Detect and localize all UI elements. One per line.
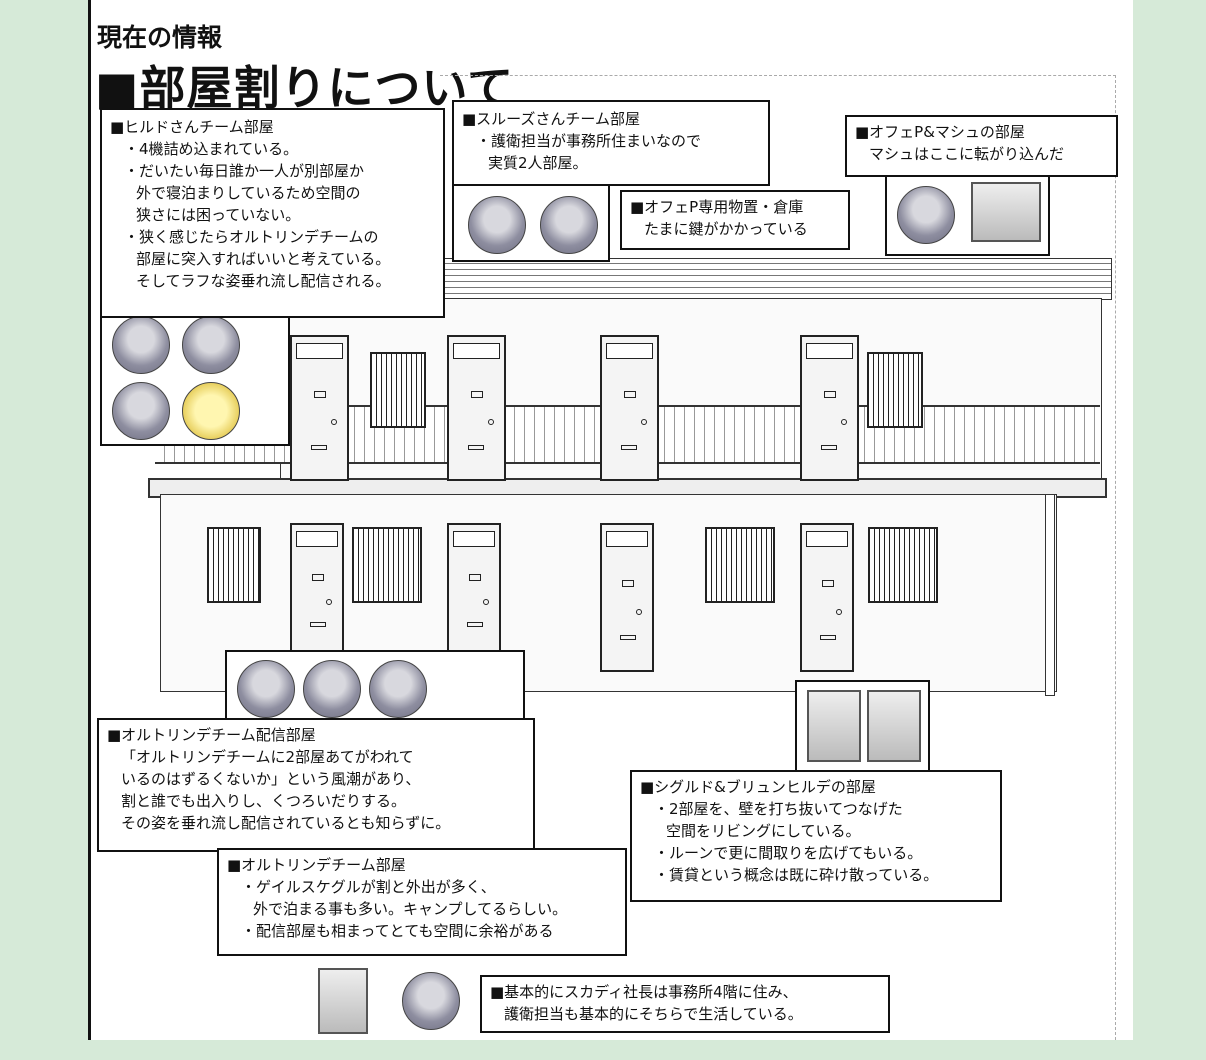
callout-hild-room: ■ヒルドさんチーム部屋 ・4機詰め込まれている。 ・だいたい毎日誰か一人が別部屋… <box>100 108 445 318</box>
callout-line: 実質2人部屋。 <box>488 154 588 172</box>
avatar <box>303 660 361 718</box>
avatar <box>971 182 1041 242</box>
callout-line: 外で寝泊まりしているため空間の <box>136 184 361 202</box>
window <box>705 527 775 603</box>
callout-line: 外で泊まる事も多い。キャンプしてるらしい。 <box>253 900 568 918</box>
door <box>290 523 344 655</box>
avatar <box>112 382 170 440</box>
callout-line: 部屋に突入すればいいと考えている。 <box>136 250 391 268</box>
avatar <box>540 196 598 254</box>
callout-line: ・ルーンで更に間取りを広げてもいる。 <box>654 844 923 862</box>
callout-line: 「オルトリンデチームに2部屋あてがわれて <box>121 748 414 766</box>
callout-line: ・4機詰め込まれている。 <box>124 140 299 158</box>
window <box>352 527 422 603</box>
callout-line: たまに鍵がかかっている <box>644 220 808 238</box>
door <box>290 335 349 481</box>
pillar <box>1045 494 1055 696</box>
callout-line: マシュはここに転がり込んだ <box>869 145 1065 163</box>
callout-sigurd-brynhild-room: ■シグルド&ブリュンヒルデの部屋 ・2部屋を、壁を打ち抜いてつなげた 空間をリビ… <box>630 770 1002 902</box>
callout-line: ・配信部屋も相まってとても空間に余裕がある <box>241 922 554 940</box>
avatar <box>468 196 526 254</box>
callout-ortlinde-room: ■オルトリンデチーム部屋 ・ゲイルスケグルが割と外出が多く、 外で泊まる事も多い… <box>217 848 627 956</box>
callout-line: ・だいたい毎日誰か一人が別部屋か <box>124 162 365 180</box>
callout-title: ■スルーズさんチーム部屋 <box>462 110 640 128</box>
callout-title: ■シグルド&ブリュンヒルデの部屋 <box>640 778 876 796</box>
callout-storage: ■オフェP専用物置・倉庫 たまに鍵がかかっている <box>620 190 850 250</box>
window <box>370 352 426 428</box>
callout-title: ■オルトリンデチーム配信部屋 <box>107 726 316 744</box>
door <box>600 335 659 481</box>
callout-ortlinde-stream-room: ■オルトリンデチーム配信部屋 「オルトリンデチームに2部屋あてがわれて いるのは… <box>97 718 535 852</box>
avatar <box>897 186 955 244</box>
callout-title: ■オフェP&マシュの部屋 <box>855 123 1025 141</box>
callout-line: 割と誰でも出入りし、くつろいだりする。 <box>121 792 407 810</box>
avatar <box>369 660 427 718</box>
avatar-panel <box>885 170 1050 256</box>
callout-line: そしてラフな姿垂れ流し配信される。 <box>136 272 391 290</box>
door <box>800 335 859 481</box>
avatar <box>237 660 295 718</box>
callout-line: ・護衛担当が事務所住まいなので <box>476 132 702 150</box>
door <box>600 523 654 672</box>
callout-line: 空間をリビングにしている。 <box>666 822 861 840</box>
avatar <box>807 690 861 762</box>
page-title: ■部屋割りについて <box>95 61 515 115</box>
callout-line: いるのはずるくないか」という風潮があり、 <box>121 770 421 788</box>
door <box>800 523 854 672</box>
callout-line: その姿を垂れ流し配信されているとも知らずに。 <box>121 814 451 832</box>
callout-line: ■基本的にスカディ社長は事務所4階に住み、 <box>490 983 798 1001</box>
callout-line: ・狭く感じたらオルトリンデチームの <box>124 228 379 246</box>
avatar <box>112 316 170 374</box>
avatar <box>182 382 240 440</box>
callout-title: ■オルトリンデチーム部屋 <box>227 856 406 874</box>
avatar <box>182 316 240 374</box>
avatar-panel <box>795 680 930 775</box>
callout-title: ■オフェP専用物置・倉庫 <box>630 198 804 216</box>
door <box>447 523 501 655</box>
avatar <box>318 968 368 1034</box>
avatar-panel <box>225 650 525 725</box>
divider <box>440 75 1116 76</box>
callout-skadi-note: ■基本的にスカディ社長は事務所4階に住み、 護衛担当も基本的にそちらで生活してい… <box>480 975 890 1033</box>
callout-line: 護衛担当も基本的にそちらで生活している。 <box>504 1005 803 1023</box>
callout-title: ■ヒルドさんチーム部屋 <box>110 118 274 136</box>
avatar-panel <box>100 300 290 446</box>
avatar-panel <box>452 180 610 262</box>
callout-line: ・2部屋を、壁を打ち抜いてつなげた <box>654 800 903 818</box>
callout-line: 狭さには困っていない。 <box>136 206 301 224</box>
window <box>867 352 923 428</box>
section-subtitle: 現在の情報 <box>97 23 223 52</box>
callout-line: ・ゲイルスケグルが割と外出が多く、 <box>241 878 496 896</box>
avatar <box>867 690 921 762</box>
callout-sluz-room: ■スルーズさんチーム部屋 ・護衛担当が事務所住まいなので 実質2人部屋。 <box>452 100 770 186</box>
door <box>447 335 506 481</box>
callout-ofe-mash-room: ■オフェP&マシュの部屋 マシュはここに転がり込んだ <box>845 115 1118 177</box>
callout-line: ・賃貸という概念は既に砕け散っている。 <box>654 866 939 884</box>
divider <box>1115 75 1116 1040</box>
window <box>207 527 261 603</box>
avatar <box>402 972 460 1030</box>
window <box>868 527 938 603</box>
